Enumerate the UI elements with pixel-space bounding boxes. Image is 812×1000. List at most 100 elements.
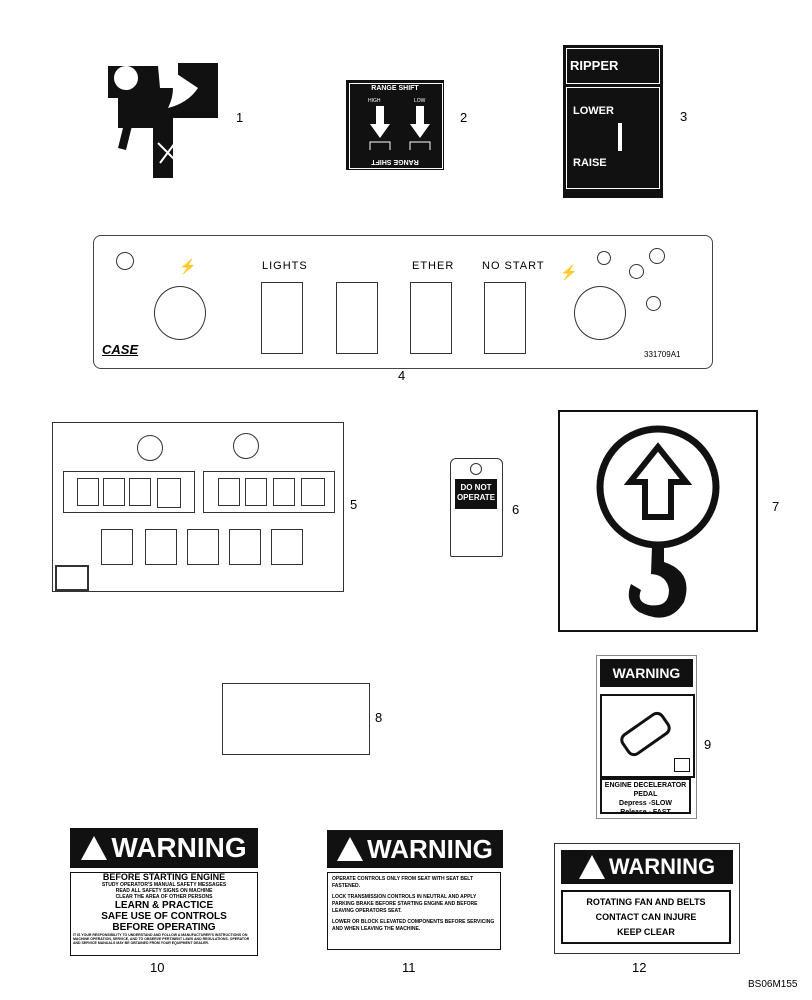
engine-icon [233, 433, 259, 459]
warning-triangle-icon [578, 855, 605, 879]
high-label: HIGH [368, 98, 381, 104]
tag-line-1: DO NOT [460, 483, 492, 492]
text-line: ENGINE DECELERATOR [604, 782, 687, 789]
brake-icon [187, 529, 219, 565]
range-shift-title-inverted: RANGE SHIFT [371, 158, 419, 165]
12v-switch-icon [157, 478, 181, 508]
crosshair-icon [649, 248, 665, 264]
part-number: 331709A1 [644, 350, 681, 359]
text-line: BEFORE OPERATING [112, 922, 216, 933]
lower-raise-box [566, 87, 660, 189]
start-switch-icon [245, 478, 267, 506]
warning-triangle-icon [81, 836, 108, 860]
tag-hole [470, 463, 482, 475]
decal-3: RIPPER LOWER RAISE [563, 45, 663, 198]
decelerator-text: ENGINE DECELERATOR PEDAL Depress -SLOW R… [600, 778, 691, 816]
text-line: CLEAR THE AREA OF OTHER PERSONS [115, 894, 213, 900]
ether-label: ETHER [412, 260, 455, 272]
up-down-arrow-icon [618, 123, 622, 151]
switch-hole-left [154, 286, 206, 340]
indicator-hole [116, 252, 134, 270]
text-line: ROTATING FAN AND BELTS [586, 897, 706, 907]
lights-label: LIGHTS [262, 260, 308, 272]
decal-11-warning: WARNING OPERATE CONTROLS ONLY FROM SEAT … [327, 830, 503, 955]
decal-8-blank [222, 683, 370, 755]
text-line: Depress -SLOW [619, 800, 672, 807]
text-line: BEFORE STARTING ENGINE [102, 872, 226, 882]
warning-word: WARNING [367, 833, 493, 864]
lower-label: LOWER [573, 105, 614, 117]
down-arrows-icon [369, 106, 431, 150]
decal-1 [98, 58, 225, 185]
item-number-3: 3 [680, 109, 688, 124]
switch-slot-lights [261, 282, 303, 354]
gauge-icon [101, 529, 133, 565]
text-line: PEDAL [633, 791, 658, 798]
switch-slot [129, 478, 151, 506]
warning-header: WARNING [561, 850, 733, 884]
decal-2-panel [349, 83, 443, 169]
paragraph: LOCK TRANSMISSION CONTROLS IN NEUTRAL AN… [332, 894, 478, 914]
warning-word: WARNING [608, 854, 716, 879]
paragraph: LOWER OR BLOCK ELEVATED COMPONENTS BEFOR… [332, 919, 495, 932]
text-line: CONTACT CAN INJURE [595, 912, 697, 922]
switch-slot-no-start [484, 282, 526, 354]
switch-slot-ether [410, 282, 452, 354]
paragraph: OPERATE CONTROLS ONLY FROM SEAT WITH SEA… [332, 876, 474, 889]
glow-plug-icon [597, 251, 611, 265]
switch-group-right [203, 471, 335, 513]
lightning-icon: ⚡ [560, 264, 578, 280]
warning-header: WARNING [70, 828, 258, 868]
item-number-8: 8 [375, 710, 383, 725]
range-shift-title: RANGE SHIFT [371, 85, 419, 92]
decal-5-control-panel [52, 422, 344, 592]
decal-4-switch-panel: ⚡ LIGHTS ETHER NO START ⚡ CASE 331709A1 [93, 235, 713, 369]
decal-6-tag: DO NOT OPERATE [450, 458, 503, 557]
item-number-1: 1 [236, 110, 244, 125]
pedal-icon [617, 708, 674, 760]
warning-body: BEFORE STARTING ENGINE STUDY OPERATOR'S … [70, 872, 258, 956]
decal-2-body: HIGH LOW [350, 96, 440, 154]
do-not-operate-label: DO NOT OPERATE [455, 479, 497, 509]
text-line: KEEP CLEAR [617, 927, 675, 937]
warning-triangle-icon [337, 837, 364, 861]
blank-slot [145, 529, 177, 565]
text-line: SAFE USE OF CONTROLS [101, 911, 227, 922]
text-line: READ ALL SAFETY SIGNS ON MACHINE [115, 888, 213, 894]
item-number-12: 12 [632, 960, 647, 975]
decal-10-warning: WARNING BEFORE STARTING ENGINE STUDY OPE… [70, 828, 258, 956]
decal-12-warning: WARNING ROTATING FAN AND BELTS CONTACT C… [554, 843, 740, 954]
fuel-electric-icon [137, 435, 163, 461]
raise-label: RAISE [573, 157, 607, 169]
ripper-box [566, 48, 660, 84]
case-logo: CASE [102, 342, 139, 357]
item-number-4: 4 [398, 368, 406, 383]
key-icon [646, 296, 661, 311]
warning-body: OPERATE CONTROLS ONLY FROM SEAT WITH SEA… [327, 872, 501, 950]
decal-2: RANGE SHIFT HIGH LOW RANGE SHIFT [346, 80, 444, 170]
item-number-5: 5 [350, 497, 358, 512]
manual-book-icon [674, 758, 690, 772]
tag-line-2: OPERATE [456, 493, 496, 502]
text-line: LEARN & PRACTICE [114, 900, 214, 911]
figure-id: BS06M155 [748, 979, 798, 990]
switch-group-left [63, 471, 195, 513]
low-label: LOW [414, 98, 426, 104]
item-number-9: 9 [704, 737, 712, 752]
item-number-6: 6 [512, 502, 520, 517]
fine-print: IT IS YOUR RESPONSIBILITY TO UNDERSTAND … [73, 933, 250, 945]
gauge-switch-icon [218, 478, 240, 506]
warning-header: WARNING [600, 659, 693, 687]
item-number-7: 7 [772, 499, 780, 514]
manual-book-icon [55, 565, 89, 591]
item-number-2: 2 [460, 110, 468, 125]
pedal-illustration [600, 694, 695, 778]
item-number-10: 10 [150, 960, 165, 975]
lift-hook-icon [596, 425, 720, 618]
decal-7-lift-point [558, 410, 758, 632]
text-line: STUDY OPERATOR'S MANUAL SAFETY MESSAGES [101, 882, 227, 888]
ripper-label: RIPPER [570, 58, 619, 73]
switch-slot-blank [336, 282, 378, 354]
horn-switch-icon [273, 478, 295, 506]
